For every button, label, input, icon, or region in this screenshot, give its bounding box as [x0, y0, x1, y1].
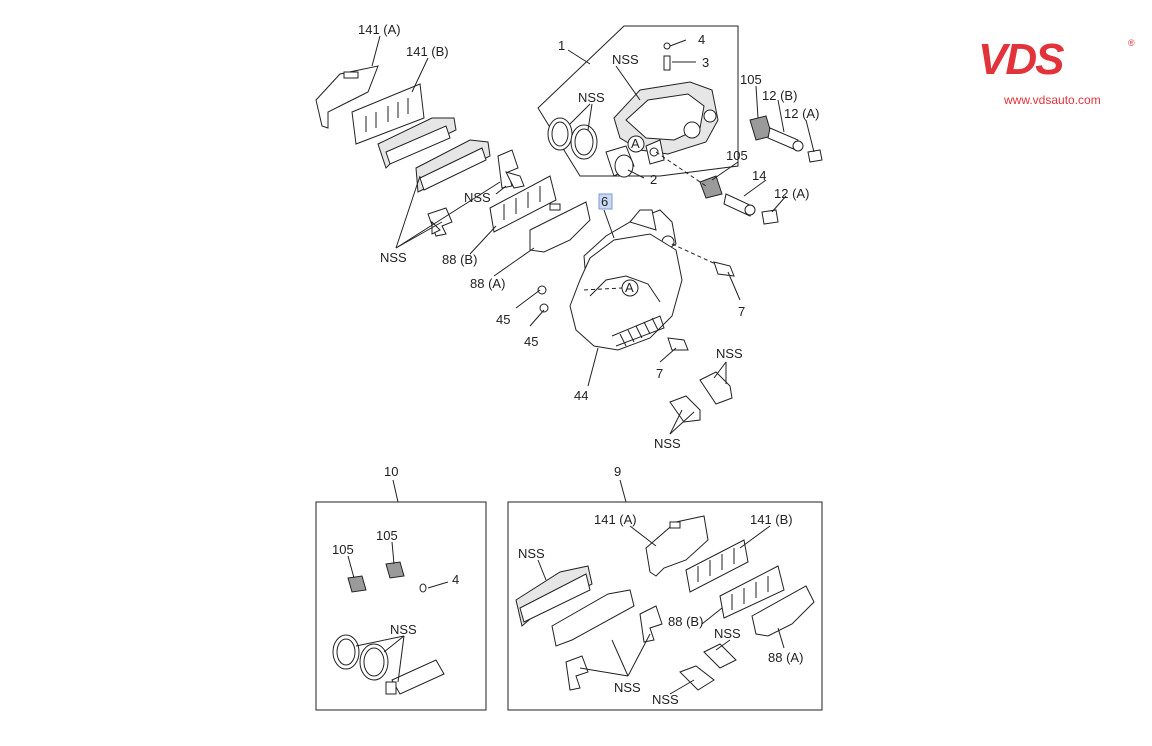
label-141b-kit: 141 (B) [750, 512, 793, 527]
label-4-kit: 4 [452, 572, 459, 587]
caliper-assembly-outline [537, 25, 739, 177]
kit-clip-c [703, 643, 737, 669]
vds-logo-wordmark: VDS [978, 35, 1064, 84]
shim-141b-top [351, 83, 425, 145]
slide-pin-14 [723, 193, 756, 217]
label-105-kit-b: 105 [376, 528, 398, 543]
label-nss-kit-pad: NSS [518, 546, 545, 561]
label-88a-kit: 88 (A) [768, 650, 803, 665]
label-nss-kit-seal: NSS [390, 622, 417, 637]
kit-seal-rings [332, 634, 389, 681]
label-105-right: 105 [740, 72, 762, 87]
label-1: 1 [558, 38, 565, 53]
vds-website-link[interactable]: www.vdsauto.com [1004, 93, 1101, 107]
pad-clip-right-a [699, 371, 733, 405]
label-7-right: 7 [738, 304, 745, 319]
kit-shim-88b [719, 565, 785, 619]
piston [605, 145, 635, 178]
shim-88a-top [529, 201, 591, 253]
pad-clip-left [427, 207, 453, 237]
label-12b: 12 (B) [762, 88, 797, 103]
registered-mark: ® [1128, 38, 1135, 48]
kit-shim-88a [751, 585, 815, 637]
label-nss-kit-bottom2: NSS [652, 692, 679, 707]
kit-boot-105-b [385, 561, 405, 579]
label-88b-kit: 88 (B) [668, 614, 703, 629]
kit-grease-tube [385, 659, 445, 695]
label-14: 14 [752, 168, 766, 183]
label-10: 10 [384, 464, 398, 479]
label-nss-clip-right: NSS [716, 346, 743, 361]
label-88b-top: 88 (B) [442, 252, 477, 267]
seal-kit-10-box [315, 501, 487, 711]
label-12a-right: 12 (A) [784, 106, 819, 121]
kit-shim-141a [645, 515, 709, 577]
shim-88b-top [489, 175, 557, 233]
vds-logo[interactable]: VDS ® www.vdsauto.com [978, 36, 1138, 108]
slide-pin-12b [767, 127, 804, 152]
label-nss-left-bottom: NSS [380, 250, 407, 265]
circle-a-caliper [627, 135, 645, 153]
brake-pad-inner-top [415, 139, 491, 193]
leader-lines-kit9 [537, 525, 785, 695]
label-3-top: 3 [702, 55, 709, 70]
label-7-bottom: 7 [656, 366, 663, 381]
label-45b: 45 [524, 334, 538, 349]
kit-pad-inner [551, 589, 635, 647]
label-6: 6 [601, 194, 608, 209]
label-circle-a-bracket: A [625, 280, 634, 295]
shim-141a-top [315, 65, 379, 129]
label-44: 44 [574, 388, 588, 403]
pad-clip-top [497, 149, 525, 189]
kit-clip-a [639, 605, 663, 643]
bolt-45b [539, 303, 549, 313]
leader-lines-kit10 [347, 541, 449, 683]
bolt-12a-mid [761, 209, 779, 225]
label-45a: 45 [496, 312, 510, 327]
label-2: 2 [650, 172, 657, 187]
label-141a-kit: 141 (A) [594, 512, 637, 527]
label-nss-kit-bottom: NSS [614, 680, 641, 695]
label-nss-kit-clip: NSS [714, 626, 741, 641]
label-nss-caliper: NSS [612, 52, 639, 67]
brake-pad-outer-top [377, 117, 457, 169]
pad-kit-9-box [507, 501, 823, 711]
pad-clip-right-b [669, 395, 701, 423]
label-141b-top: 141 (B) [406, 44, 449, 59]
label-105-kit-a: 105 [332, 542, 354, 557]
label-141a-top: 141 (A) [358, 22, 401, 37]
kit-clip-b [565, 655, 589, 691]
kit-pad-outer [515, 565, 593, 627]
label-12a-mid: 12 (A) [774, 186, 809, 201]
label-105-mid: 105 [726, 148, 748, 163]
highlight-label-6 [598, 193, 613, 210]
label-nss-seal: NSS [578, 90, 605, 105]
leader-lines-top [371, 35, 815, 435]
bolt-7-bottom [667, 337, 689, 351]
piston-seal-rings [547, 117, 598, 160]
bolt-12a-right [807, 149, 823, 163]
kit-clip-d [679, 665, 715, 691]
caliper-body [613, 81, 719, 165]
bolt-7-right [713, 261, 735, 277]
kit-bleeder-cap-4 [419, 583, 427, 593]
bolt-45a [537, 285, 547, 295]
label-9: 9 [614, 464, 621, 479]
label-4-top: 4 [698, 32, 705, 47]
label-88a-top: 88 (A) [470, 276, 505, 291]
slide-pin-boot-105-mid [699, 175, 723, 199]
label-nss-clip-bottom: NSS [654, 436, 681, 451]
bleeder-screw [663, 42, 671, 71]
kit-shim-141b [685, 539, 749, 593]
label-nss-clip-left: NSS [464, 190, 491, 205]
label-circle-a-caliper: A [631, 136, 640, 151]
kit-boot-105-a [347, 575, 367, 593]
